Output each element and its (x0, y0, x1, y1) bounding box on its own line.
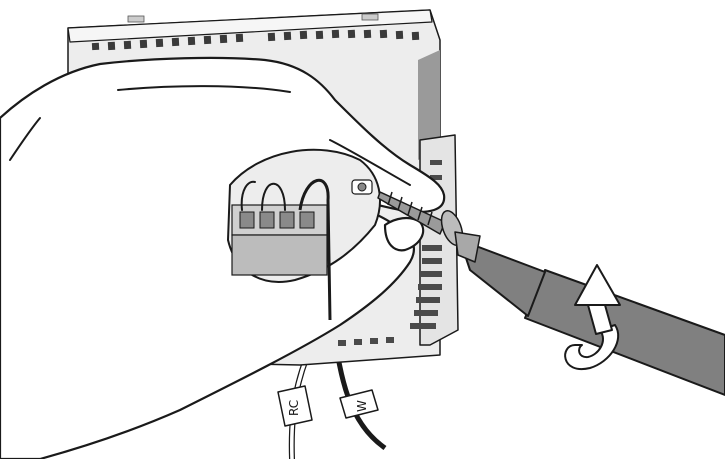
wire-tag-rc-shape (277, 385, 313, 427)
rotation-arrow-icon (564, 264, 621, 371)
wire-tag-rc-label: RC (287, 400, 301, 416)
bottom-vent-slots (338, 337, 394, 346)
thumb-crease (329, 139, 411, 186)
wire-tag-w: W (339, 389, 379, 419)
terminal-cutaway (227, 148, 381, 321)
wire-tag-w-shape (339, 389, 379, 419)
rotation-arrow-stem (587, 304, 613, 335)
terminal-wire-black (298, 178, 332, 321)
plate-top-rim (67, 9, 433, 43)
hand (0, 56, 446, 459)
terminal-wire-white (261, 182, 286, 211)
index-finger (383, 216, 425, 252)
wire-tag-w-label: W (355, 400, 369, 412)
terminal-wire-white-2 (240, 180, 256, 211)
top-vent-slots (91, 29, 420, 51)
screwdriver (454, 231, 725, 396)
top-clip-left (127, 15, 145, 23)
mounting-screw-head-small (357, 182, 367, 192)
plate-right-edge (418, 50, 440, 160)
screw-threads (387, 191, 433, 226)
screwdriver-shaft (459, 239, 546, 317)
screwdriver-tip (454, 231, 481, 263)
terminal-screws (239, 211, 315, 229)
rotation-arrow-body (564, 324, 620, 371)
wire-tag-rc: RC (277, 385, 313, 427)
top-clip-right (361, 13, 379, 21)
screwdriver-handle (524, 269, 725, 396)
terminal-block-lower (231, 234, 328, 276)
finger-crease-1 (117, 85, 291, 93)
finger-crease-2 (9, 117, 41, 161)
